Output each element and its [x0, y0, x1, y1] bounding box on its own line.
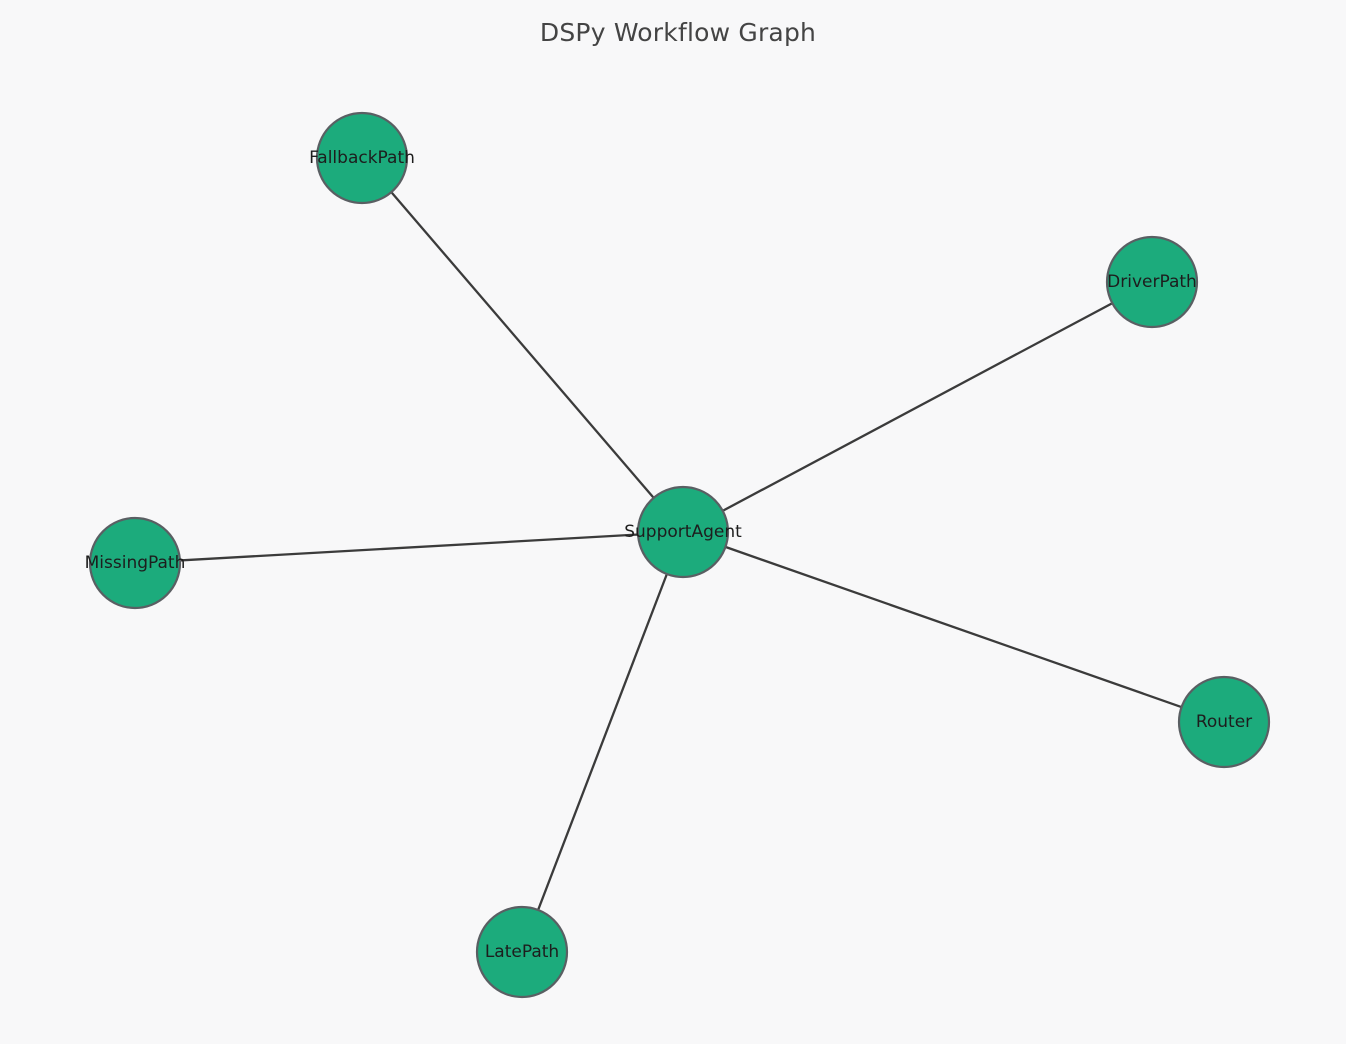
- graph-nodes-layer: SupportAgent FallbackPathDriverPathMissin…: [85, 111, 1271, 999]
- graph-node[interactable]: MissingPath: [85, 516, 186, 610]
- graph-edge: [522, 571, 669, 948]
- graph-edge: [723, 545, 1220, 722]
- graph-edges-layer: [140, 161, 1220, 948]
- graph-node-label: SupportAgent: [624, 522, 742, 542]
- graph-node-circle[interactable]: [88, 516, 182, 610]
- graph-node-label: FallbackPath: [309, 148, 415, 168]
- graph-edge: [720, 283, 1148, 513]
- graph-node-circle[interactable]: [1177, 675, 1271, 769]
- graph-node-circle[interactable]: [475, 905, 569, 999]
- graph-node-circle[interactable]: [1105, 235, 1199, 329]
- graph-node[interactable]: FallbackPath: [309, 111, 415, 205]
- graph-edge: [364, 161, 656, 501]
- graph-node-circle[interactable]: [315, 111, 409, 205]
- page-title: DSPy Workflow Graph: [539, 18, 817, 47]
- figure-right-margin: [1346, 0, 1356, 1044]
- graph-node-label: Router: [1196, 712, 1252, 732]
- graph-edge: [140, 533, 641, 564]
- graph-node-label: DriverPath: [1107, 272, 1197, 292]
- graph-node[interactable]: LatePath: [475, 905, 569, 999]
- graph-node-circle[interactable]: [636, 485, 730, 579]
- graph-node[interactable]: Router: [1177, 675, 1271, 769]
- graph-node[interactable]: DriverPath: [1105, 235, 1199, 329]
- graph-node[interactable]: SupportAgent: [624, 485, 742, 579]
- graph-node-label: LatePath: [485, 942, 559, 962]
- graph-node-label: MissingPath: [85, 553, 186, 573]
